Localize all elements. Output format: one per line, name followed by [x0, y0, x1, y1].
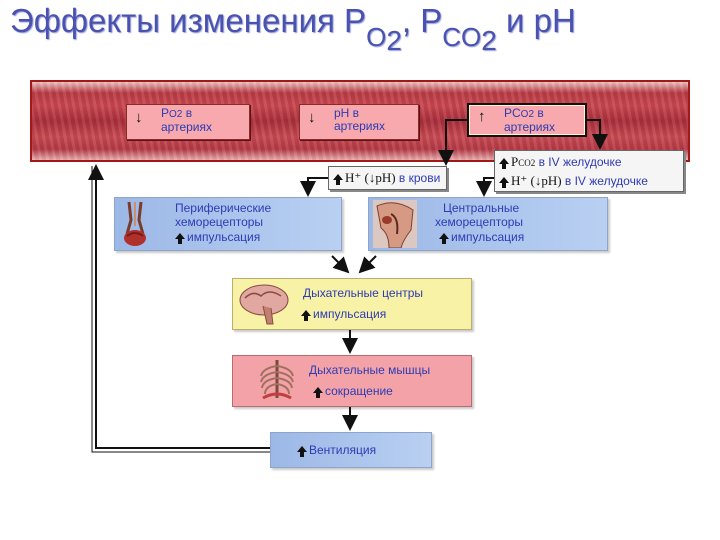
- peripheral-chemoreceptors-card: Периферические хеморецепторы импульсация: [114, 197, 342, 251]
- ventricle-chip: PCO2 в IV желудочке H⁺ (↓pH) в IV желудо…: [494, 150, 684, 192]
- ph-line2: артериях: [334, 119, 385, 133]
- h-in-blood-chip: H⁺ (↓pH) в крови: [328, 166, 448, 190]
- pco2-sub: O2: [520, 109, 535, 120]
- resp-centers-line1: Дыхательные центры: [303, 286, 424, 300]
- brain-icon: [237, 282, 291, 326]
- up-arrow-icon: [499, 158, 509, 169]
- resp-muscles-line2: сокращение: [325, 384, 393, 398]
- ventricle-to-central-arrow: [476, 177, 494, 197]
- peripheral-line2: хеморецепторы: [175, 215, 264, 229]
- title-sep: , Р: [401, 2, 443, 39]
- ventricle-h-line: H⁺ (↓pH) в IV желудочке: [499, 172, 679, 190]
- resp-centers-line2: импульсация: [313, 307, 387, 321]
- po2-label: P: [161, 106, 170, 120]
- up-arrow-icon: [175, 233, 185, 244]
- ventricle-pco2-sub: CO2: [518, 158, 536, 168]
- pco2-to-ventricle-arrow: [587, 119, 608, 150]
- po2-suffix: в: [182, 106, 193, 120]
- up-arrow-icon: [439, 233, 449, 244]
- peripheral-line3: импульсация: [187, 230, 261, 244]
- up-arrow-icon: [499, 177, 509, 188]
- up-arrow-icon: [333, 174, 343, 185]
- title-sub-2b: 2: [481, 25, 497, 56]
- title-sub-2: 2: [386, 25, 402, 56]
- up-arrow-icon: [297, 446, 307, 457]
- up-arrow-icon: [301, 310, 311, 321]
- up-arrow-icon: [313, 387, 323, 398]
- ph-label: pH в: [334, 106, 360, 120]
- down-arrow-icon: ↓: [135, 109, 143, 126]
- ventilation-card: Вентиляция: [270, 432, 432, 468]
- central-to-centers-arrow: [358, 255, 377, 274]
- title-sub-o: O: [366, 22, 387, 52]
- title-tail: и рН: [496, 2, 576, 39]
- ventilation-line1: Вентиляция: [309, 443, 377, 457]
- po2-sub: O2: [169, 109, 183, 120]
- central-chemoreceptors-card: Центральные хеморецепторы импульсация: [368, 197, 608, 251]
- central-line1: Центральные: [443, 201, 520, 215]
- resp-muscles-line1: Дыхательные мышцы: [309, 363, 431, 377]
- blood-to-peripheral-arrow: [300, 177, 328, 197]
- respiratory-muscles-card: Дыхательные мышцы сокращение: [232, 355, 472, 407]
- ventricle-pco2-text: в IV желудочке: [535, 155, 622, 169]
- blood-text: в крови: [395, 171, 441, 185]
- pco2-to-blood-arrow: [438, 119, 467, 166]
- down-arrow-icon: ↓: [308, 109, 316, 126]
- feedback-arrow: [88, 164, 270, 449]
- ventricle-pco2-formula: P: [511, 154, 519, 169]
- pco2-suffix: в: [534, 106, 544, 120]
- brainstem-icon: [373, 200, 417, 248]
- ventricle-h-formula: H⁺ (↓pH): [511, 173, 562, 188]
- central-line3: импульсация: [451, 230, 525, 244]
- ventricle-pco2-line: PCO2 в IV желудочке: [499, 153, 679, 172]
- central-line2: хеморецепторы: [435, 215, 524, 229]
- ribcage-icon: [257, 358, 297, 404]
- up-arrow-icon: ↑: [478, 108, 486, 125]
- carotid-body-icon: [119, 200, 155, 248]
- title-main: Эффекты изменения Р: [10, 2, 367, 39]
- blood-formula: H⁺ (↓pH): [345, 170, 396, 185]
- ventricle-h-text: в IV желудочке: [561, 174, 648, 188]
- respiratory-centers-card: Дыхательные центры импульсация: [232, 278, 472, 330]
- peripheral-line1: Периферические: [175, 201, 272, 215]
- pco2-line2: артериях: [504, 120, 555, 134]
- po2-line2: артериях: [161, 120, 212, 134]
- title-sub-co: CO: [442, 22, 482, 52]
- page-title: Эффекты изменения РO2, РCO2 и рН: [10, 2, 576, 56]
- peripheral-to-centers-arrow: [331, 255, 350, 274]
- pco2-label: PC: [504, 106, 521, 120]
